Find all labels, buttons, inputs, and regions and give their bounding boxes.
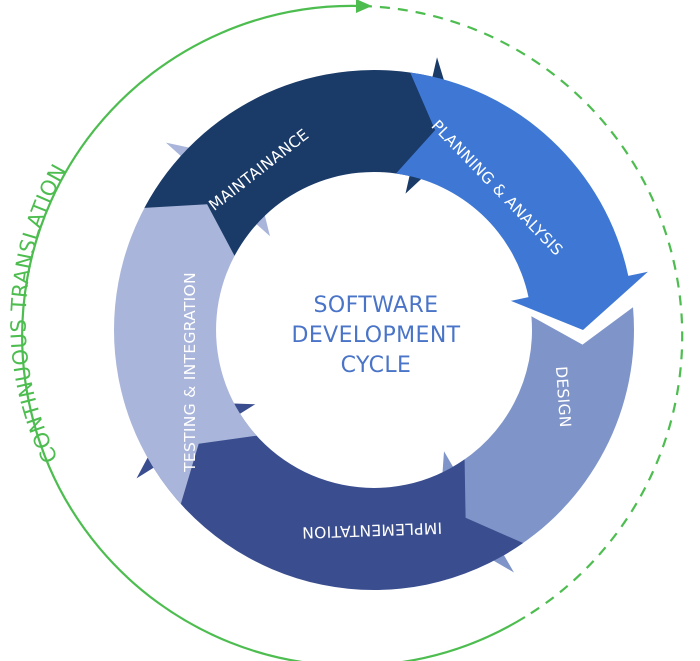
continuous-arc [21,0,684,661]
stage-arrow-planning [396,72,648,330]
center-title-line-2: DEVELOPMENT [291,323,460,348]
stage-label-testing: TESTING & INTEGRATION [181,272,199,473]
center-title: SOFTWARE DEVELOPMENT CYCLE [291,293,460,378]
outer-label-text: CONTINUOUS TRANSLATION [7,160,72,467]
outer-arc-arrowhead-icon [356,0,372,13]
cycle-segments [113,57,648,591]
outer-arc-dashed [361,4,684,618]
stage-arrow-design [438,307,634,573]
stage-arrow-maintainance [144,57,463,256]
outer-label: CONTINUOUS TRANSLATION [7,160,71,467]
stage-arrow-implementation [136,401,524,591]
stage-label-implementation: IMPLEMENTATION [302,519,443,542]
center-title-line-1: SOFTWARE [314,293,439,318]
outer-arc-solid [21,4,526,661]
center-title-line-3: CYCLE [341,353,412,378]
stage-label-design: DESIGN [552,366,574,429]
